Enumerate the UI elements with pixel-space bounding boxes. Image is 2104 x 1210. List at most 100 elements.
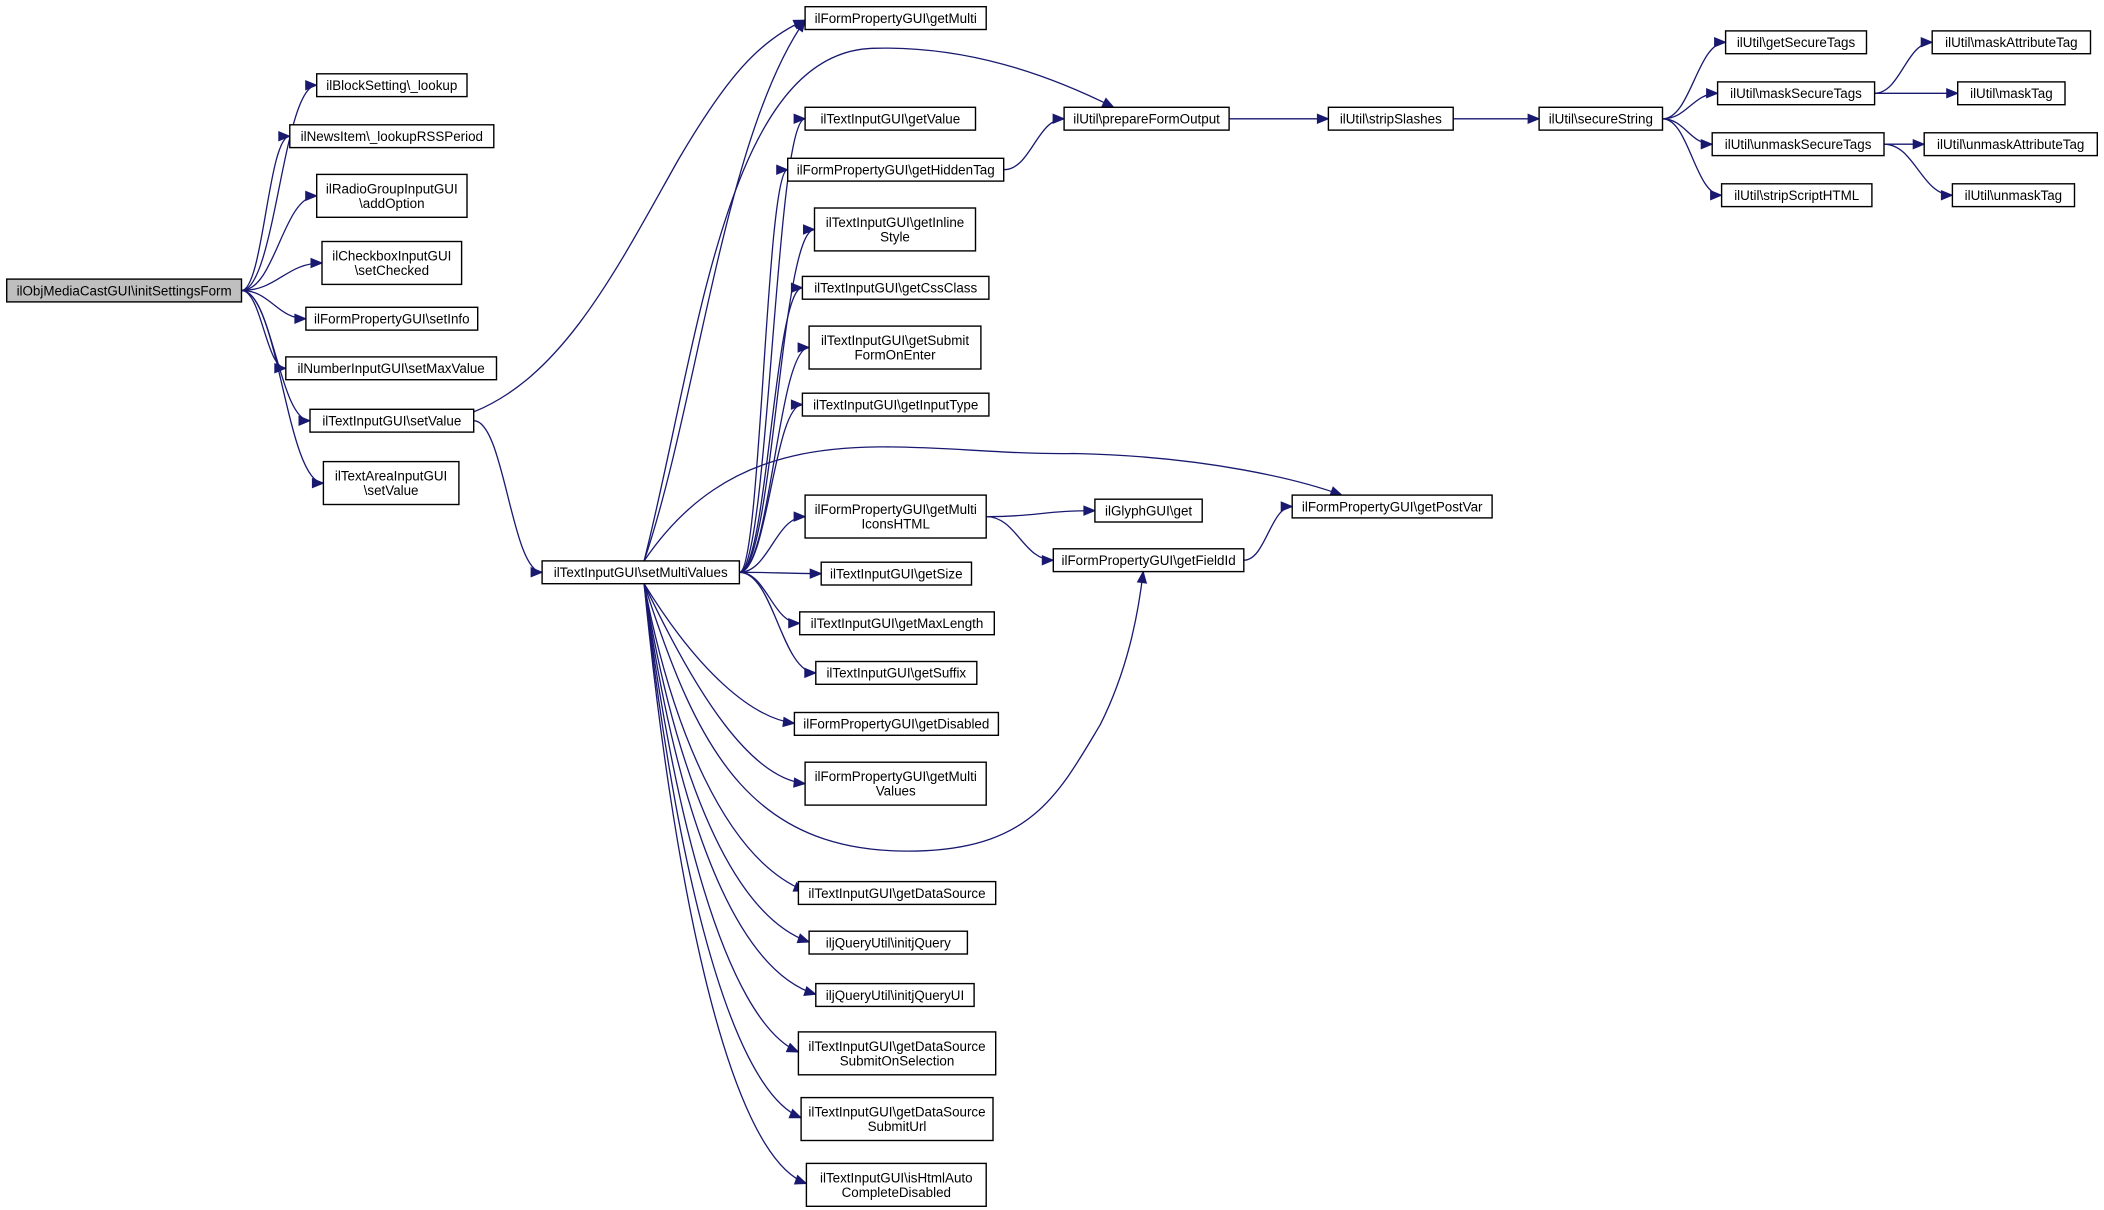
- node-label: ilRadioGroupInputGUI: [326, 182, 458, 197]
- node-prepare[interactable]: ilUtil\prepareFormOutput: [1063, 106, 1230, 131]
- edge-arrowhead: [1101, 97, 1115, 108]
- node-box: [813, 207, 977, 252]
- node-label: SubmitUrl: [868, 1119, 927, 1134]
- edge-masksecure-to-maskattr: [1874, 37, 1934, 94]
- edge-arrowhead: [1700, 138, 1714, 150]
- node-suffix[interactable]: ilTextInputGUI\getSuffix: [815, 660, 978, 685]
- edge-setval-to-smv: [473, 420, 544, 578]
- edge-arrowhead: [793, 113, 807, 125]
- node-box: [801, 392, 990, 417]
- node-box: [1291, 494, 1493, 519]
- node-masktag[interactable]: ilUtil\maskTag: [1956, 81, 2066, 106]
- node-numinput[interactable]: ilNumberInputGUI\setMaxValue: [285, 356, 498, 381]
- node-maxlen[interactable]: ilTextInputGUI\getMaxLength: [799, 611, 996, 636]
- node-label: iljQueryUtil\initjQuery: [826, 935, 951, 950]
- node-box: [800, 1096, 994, 1142]
- node-chk[interactable]: ilCheckboxInputGUI\setChecked: [321, 240, 463, 286]
- edge-smv-to-dsurl: [643, 583, 803, 1119]
- node-inputtype[interactable]: ilTextInputGUI\getInputType: [801, 392, 990, 417]
- edge-arrowhead: [803, 224, 816, 235]
- edge-arrowhead: [1052, 113, 1066, 125]
- edge-arrowhead: [785, 1042, 800, 1053]
- node-unmasktag[interactable]: ilUtil\unmaskTag: [1951, 183, 2076, 208]
- node-box: [321, 240, 463, 286]
- node-box: [1538, 106, 1664, 131]
- edge-smv-to-css: [739, 282, 804, 573]
- node-box: [1720, 183, 1873, 208]
- node-size[interactable]: ilTextInputGUI\getSize: [820, 561, 973, 586]
- node-dssel[interactable]: ilTextInputGUI\getDataSourceSubmitOnSele…: [797, 1031, 997, 1076]
- node-css[interactable]: ilTextInputGUI\getCssClass: [801, 275, 990, 300]
- node-label: ilUtil\unmaskTag: [1965, 188, 2063, 203]
- edge-arrowhead: [278, 130, 292, 142]
- node-fieldid[interactable]: ilFormPropertyGUI\getFieldId: [1052, 548, 1245, 573]
- node-blk[interactable]: ilBlockSetting\_lookup: [316, 73, 468, 98]
- node-root[interactable]: ilObjMediaCastGUI\initSettingsForm: [5, 278, 243, 303]
- node-label: ilObjMediaCastGUI\initSettingsForm: [17, 283, 232, 298]
- node-masksecure[interactable]: ilUtil\maskSecureTags: [1716, 81, 1876, 106]
- edge-arrowhead: [1041, 554, 1055, 566]
- node-unmasksecure[interactable]: ilUtil\unmaskSecureTags: [1711, 132, 1885, 157]
- node-maskattr[interactable]: ilUtil\maskAttributeTag: [1931, 30, 2092, 55]
- node-glyph[interactable]: ilGlyphGUI\get: [1094, 498, 1203, 523]
- node-autocomp[interactable]: ilTextInputGUI\isHtmlAutoCompleteDisable…: [805, 1162, 987, 1208]
- edge-arrowhead: [796, 933, 811, 944]
- node-label: ilUtil\stripSlashes: [1340, 112, 1442, 127]
- edge-arrowhead: [311, 477, 325, 489]
- edge-smv-to-fieldid: [643, 570, 1148, 852]
- node-jq[interactable]: iljQueryUtil\initjQuery: [808, 930, 969, 955]
- edge-arrowhead: [294, 313, 308, 324]
- edge-arrowhead: [788, 1108, 803, 1119]
- node-stripscript[interactable]: ilUtil\stripScriptHTML: [1720, 183, 1873, 208]
- edge-smv-to-dssel: [643, 583, 800, 1053]
- edge-arrowhead: [1329, 486, 1344, 497]
- node-label: ilTextInputGUI\getDataSource: [808, 1039, 985, 1054]
- node-datasrc[interactable]: ilTextInputGUI\getDataSource: [797, 880, 997, 906]
- node-label: ilFormPropertyGUI\getMulti: [815, 11, 977, 26]
- node-getsecure[interactable]: ilUtil\getSecureTags: [1724, 30, 1868, 55]
- edge-setval-to-getmulti: [473, 19, 807, 413]
- node-radio[interactable]: ilRadioGroupInputGUI\addOption: [316, 173, 468, 218]
- edge-smv-to-disabled: [643, 583, 796, 728]
- edge-root-to-chk: [241, 257, 324, 292]
- node-box: [1724, 30, 1868, 55]
- node-jqui[interactable]: iljQueryUtil\initjQueryUI: [815, 982, 975, 1008]
- node-getmulti[interactable]: ilFormPropertyGUI\getMulti: [804, 5, 987, 31]
- node-box: [804, 106, 977, 131]
- node-setval[interactable]: ilTextInputGUI\setValue: [309, 408, 475, 433]
- edge-arrowhead: [305, 190, 319, 202]
- edge-arrowhead: [793, 777, 807, 788]
- edge-smv-to-getvalue: [739, 113, 807, 573]
- node-setinfo[interactable]: ilFormPropertyGUI\setInfo: [305, 306, 479, 331]
- node-getvalue[interactable]: ilTextInputGUI\getValue: [804, 106, 977, 131]
- node-news[interactable]: ilNewsItem\_lookupRSSPeriod: [289, 124, 495, 149]
- node-box: [1063, 106, 1230, 131]
- node-strip[interactable]: ilUtil\stripSlashes: [1327, 106, 1454, 131]
- edge-arrowhead: [797, 342, 811, 353]
- node-secure[interactable]: ilUtil\secureString: [1538, 106, 1664, 131]
- node-label: ilFormPropertyGUI\getHiddenTag: [797, 163, 995, 178]
- node-label: ilTextInputGUI\getMaxLength: [811, 616, 984, 631]
- node-disabled[interactable]: ilFormPropertyGUI\getDisabled: [793, 711, 1000, 736]
- node-hidden[interactable]: ilFormPropertyGUI\getHiddenTag: [787, 157, 1005, 182]
- node-postvar[interactable]: ilFormPropertyGUI\getPostVar: [1291, 494, 1493, 519]
- edge-layer: [241, 19, 1960, 1185]
- node-box: [815, 982, 975, 1008]
- node-label: ilUtil\maskAttributeTag: [1945, 35, 2077, 50]
- edge-smv-to-jq: [643, 583, 811, 944]
- edge-icons-to-fieldid: [986, 515, 1055, 566]
- edge-arrowhead: [298, 415, 312, 426]
- node-label: FormOnEnter: [854, 348, 936, 363]
- node-area[interactable]: ilTextAreaInputGUI\setValue: [322, 460, 460, 506]
- edge-arrowhead: [782, 716, 796, 728]
- node-label: ilUtil\unmaskAttributeTag: [1937, 137, 2084, 152]
- edge-root-to-news: [241, 130, 292, 292]
- node-unmaskattr[interactable]: ilUtil\unmaskAttributeTag: [1923, 132, 2098, 157]
- edge-smv-to-getmulti: [643, 19, 806, 562]
- node-smv[interactable]: ilTextInputGUI\setMultiValues: [541, 560, 741, 585]
